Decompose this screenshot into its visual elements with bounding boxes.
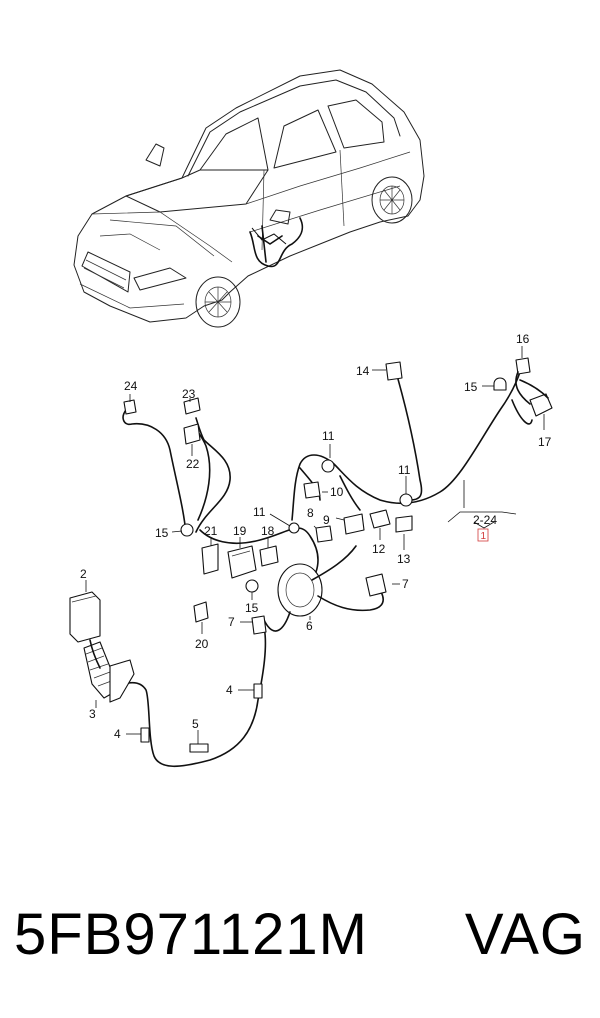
callout-6: 6 bbox=[306, 619, 313, 633]
callout-11-mid: 11 bbox=[253, 505, 266, 519]
group-label: 1 bbox=[481, 531, 487, 542]
callout-16: 16 bbox=[516, 332, 530, 346]
clip-part-15-center bbox=[245, 579, 259, 593]
range-bracket bbox=[447, 480, 517, 529]
connector-part-5 bbox=[189, 743, 209, 753]
callout-18: 18 bbox=[261, 524, 275, 538]
callout-9: 9 bbox=[323, 513, 330, 527]
callout-22: 22 bbox=[186, 457, 200, 471]
callout-11-right: 11 bbox=[398, 463, 411, 477]
connector-part-21 bbox=[201, 543, 219, 575]
connector-part-9 bbox=[343, 513, 365, 535]
callout-24: 24 bbox=[124, 379, 138, 393]
clip-part-11-right bbox=[399, 493, 413, 507]
connector-part-17 bbox=[511, 371, 553, 425]
clip-part-15-left bbox=[180, 523, 194, 537]
clip-part-11-mid bbox=[288, 522, 300, 534]
callout-11-top: 11 bbox=[322, 429, 335, 443]
connector-part-20 bbox=[193, 601, 209, 623]
grommet-part-6 bbox=[263, 563, 323, 632]
connector-part-24 bbox=[123, 399, 137, 415]
connector-part-22 bbox=[183, 423, 201, 445]
callout-7-right: 7 bbox=[402, 577, 409, 591]
callout-4-lower: 4 bbox=[114, 727, 121, 741]
callout-15-left: 15 bbox=[155, 526, 169, 540]
callout-21: 21 bbox=[204, 524, 218, 538]
brand-name: VAG bbox=[464, 902, 586, 967]
connector-part-12 bbox=[369, 509, 391, 529]
callout-labels: 24 23 22 15 21 19 18 15 20 7 2 3 4 4 5 6… bbox=[80, 332, 552, 741]
callout-14: 14 bbox=[356, 364, 370, 378]
callout-15-right: 15 bbox=[464, 380, 478, 394]
clip-part-15-right bbox=[493, 377, 507, 391]
clip-part-4-lower bbox=[140, 727, 150, 743]
rear-wheel bbox=[371, 176, 413, 224]
connector-part-7-right bbox=[365, 573, 387, 597]
door-harness-highlight bbox=[249, 217, 304, 268]
callout-2: 2 bbox=[80, 567, 87, 581]
connector-part-10 bbox=[303, 481, 321, 499]
connector-part-8 bbox=[315, 525, 333, 543]
callout-20: 20 bbox=[195, 637, 209, 651]
part-number: 5FB971121M bbox=[14, 902, 368, 967]
connector-part-13 bbox=[395, 515, 413, 533]
callout-5: 5 bbox=[192, 717, 199, 731]
callout-4-upper: 4 bbox=[226, 683, 233, 697]
group-label-box bbox=[477, 528, 489, 542]
car-illustration bbox=[73, 69, 425, 328]
callout-17: 17 bbox=[538, 435, 552, 449]
conduit-part-3 bbox=[83, 641, 135, 703]
callout-8: 8 bbox=[307, 506, 314, 520]
clip-part-4-upper bbox=[253, 683, 263, 699]
range-label: 2-24 bbox=[473, 513, 497, 527]
callout-10: 10 bbox=[330, 485, 344, 499]
connector-part-16 bbox=[515, 357, 531, 375]
connector-part-2 bbox=[69, 591, 101, 669]
footer: 5FB971121M VAG bbox=[0, 895, 600, 985]
wiring-harness-diagram: 24 23 22 15 21 19 18 15 20 7 2 3 4 4 5 6… bbox=[69, 69, 553, 768]
connector-part-7-left bbox=[251, 615, 267, 635]
callout-7-left: 7 bbox=[228, 615, 235, 629]
front-wheel bbox=[195, 276, 241, 328]
connector-part-23 bbox=[183, 397, 201, 415]
callout-19: 19 bbox=[233, 524, 247, 538]
connector-part-14 bbox=[385, 361, 403, 381]
callout-12: 12 bbox=[372, 542, 386, 556]
callout-15-center: 15 bbox=[245, 601, 259, 615]
callout-13: 13 bbox=[397, 552, 411, 566]
connector-part-19 bbox=[227, 545, 257, 579]
connector-part-18 bbox=[259, 545, 279, 567]
clip-part-11-top bbox=[321, 459, 335, 473]
callout-3: 3 bbox=[89, 707, 96, 721]
callout-23: 23 bbox=[182, 387, 196, 401]
harness-diagram bbox=[69, 346, 553, 768]
